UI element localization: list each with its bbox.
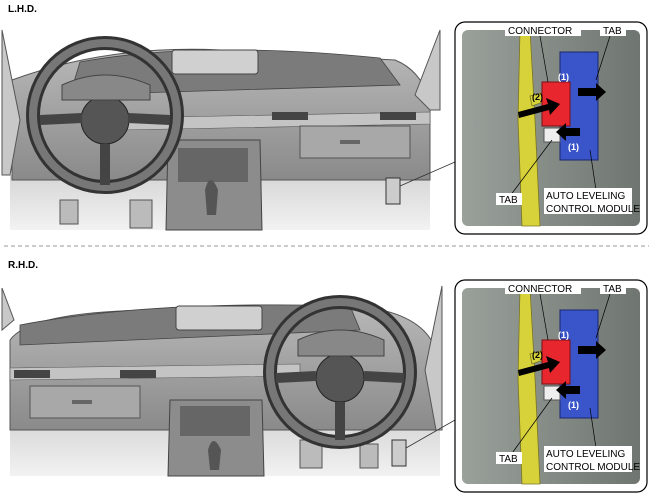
lhd-detail-inset: (1) (1) (2) CONNECTOR TAB TAB AUTO LEVEL… xyxy=(454,21,648,235)
step-1-lower-label: (1) xyxy=(568,400,579,410)
tab-bottom-label: TAB xyxy=(499,195,518,206)
tab-bottom-label: TAB xyxy=(499,454,518,465)
step-2-label: (2) xyxy=(532,92,543,102)
rhd-detail-inset: (1) (1) (2) CONNECTOR TAB TAB AUTO LEVEL… xyxy=(454,279,648,493)
module-label-line1: AUTO LEVELING xyxy=(546,191,626,202)
tab-top-label: TAB xyxy=(603,26,622,37)
section-heading-lhd: L.H.D. xyxy=(8,4,37,15)
auto-leveling-module xyxy=(559,51,599,161)
connector-label: CONNECTOR xyxy=(508,26,572,37)
module-label-line1: AUTO LEVELING xyxy=(546,449,626,460)
connector-label: CONNECTOR xyxy=(508,284,572,295)
section-heading-rhd: R.H.D. xyxy=(8,260,38,271)
step-1-upper-label: (1) xyxy=(558,72,569,82)
step-1-upper-label: (1) xyxy=(558,330,569,340)
rhd-dashboard-illustration xyxy=(1,285,456,477)
lhd-dashboard-illustration xyxy=(1,29,456,231)
step-1-lower-label: (1) xyxy=(568,142,579,152)
module-label-line2: CONTROL MODULE xyxy=(546,462,640,473)
step-2-label: (2) xyxy=(532,350,543,360)
module-label-line2: CONTROL MODULE xyxy=(546,204,640,215)
tab-top-label: TAB xyxy=(603,284,622,295)
